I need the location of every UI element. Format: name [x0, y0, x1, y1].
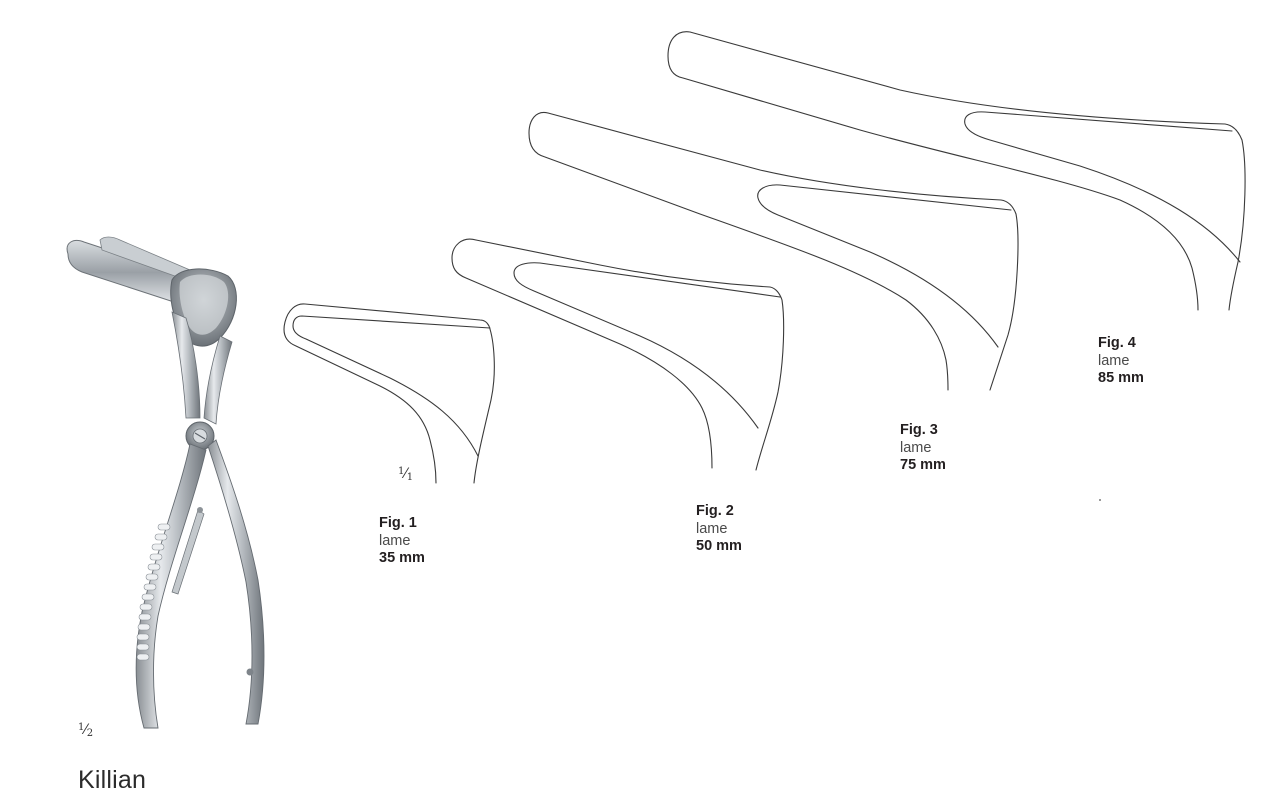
blade-outline-fig-2: [451, 238, 785, 471]
fig-3-label: Fig. 3 lame 75 mm: [900, 422, 946, 475]
speculum-photo: [66, 236, 265, 729]
fig-4-label: Fig. 4 lame 85 mm: [1098, 335, 1144, 388]
fig-blade-size: 85 mm: [1098, 370, 1144, 387]
photo-scale-label: 1⁄2: [78, 722, 94, 739]
fig-blade-size: 35 mm: [379, 550, 425, 567]
scale-numerator: 1: [78, 722, 85, 733]
fig-title: Fig. 3: [900, 422, 938, 438]
fig-2-label: Fig. 2 lame 50 mm: [696, 503, 742, 556]
fig-title: Fig. 1: [379, 515, 417, 531]
scale-numerator: 1: [398, 466, 405, 477]
blade-outline-fig-3: [528, 111, 1019, 391]
fig-blade-word: lame: [696, 520, 728, 537]
drawing-scale-label: 1⁄1: [398, 466, 414, 483]
fig-blade-word: lame: [900, 439, 932, 456]
fig-blade-word: lame: [1098, 352, 1130, 369]
fig-title: Fig. 2: [696, 503, 734, 519]
product-title: Killian: [78, 766, 147, 794]
scale-denominator: 1: [406, 472, 414, 483]
blade-outline-fig-4: [667, 31, 1246, 311]
stray-dot: [1099, 499, 1101, 501]
scale-denominator: 2: [86, 728, 94, 739]
fig-blade-word: lame: [379, 532, 411, 549]
fig-title: Fig. 4: [1098, 335, 1136, 351]
blade-outline-fig-1: [283, 303, 495, 484]
fig-blade-size: 50 mm: [696, 538, 742, 555]
fig-blade-size: 75 mm: [900, 457, 946, 474]
fig-1-label: Fig. 1 lame 35 mm: [379, 515, 425, 568]
